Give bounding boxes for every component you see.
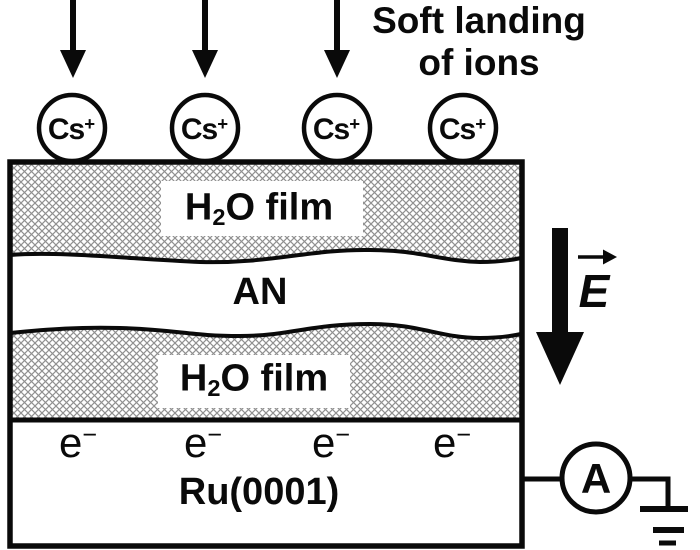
sample-box-border (7, 159, 525, 549)
vector-arrow-icon (578, 249, 617, 265)
cs-ion-element: Cs (312, 113, 350, 147)
e-field-arrow-shaft (552, 228, 568, 334)
formula-h: H (179, 357, 208, 400)
top-film-label-plate (161, 181, 363, 236)
formula-rest: O film (220, 357, 329, 400)
cs-ion-label: Cs+ (47, 112, 95, 147)
electron-charge: − (82, 421, 98, 450)
cs-ion-element: Cs (180, 113, 218, 147)
electron-label: e− (59, 422, 97, 464)
cs-ion-element: Cs (438, 113, 476, 147)
electron-label: e− (433, 422, 471, 464)
an-layer-label: AN (232, 271, 288, 313)
cs-ion-charge: + (217, 112, 228, 134)
cs-ion-label: Cs+ (312, 112, 360, 147)
diagram-title: Soft landing of ions (372, 0, 586, 84)
formula-h: H (184, 186, 213, 229)
electron-charge: − (207, 421, 223, 450)
electron-charge: − (335, 421, 351, 450)
cs-ion-label: Cs+ (438, 112, 486, 147)
beam-arrow-head-icon (324, 50, 350, 78)
e-field-label: E (578, 265, 610, 317)
diagram-title-line2: of ions (418, 42, 540, 83)
formula-subscript: 2 (212, 203, 226, 230)
electron-charge: − (456, 421, 472, 450)
cs-ion-label: Cs+ (180, 112, 228, 147)
bottom-film-upper-boundary (9, 321, 522, 341)
bottom-h2o-film-label: H2O film (180, 360, 328, 401)
electron-symbol: e (432, 419, 457, 466)
top-film-lower-boundary (9, 247, 522, 265)
e-field-arrow-head-icon (536, 332, 584, 385)
cs-ion-element: Cs (47, 113, 85, 147)
circuit (521, 441, 688, 546)
diagram-title-line1: Soft landing (372, 0, 586, 41)
electron-symbol: e (311, 419, 336, 466)
electron-symbol: e (58, 419, 83, 466)
cs-ion-charge: + (475, 112, 486, 134)
ammeter-label: A (580, 455, 612, 502)
ion-beam-arrows (60, 0, 350, 78)
formula-rest: O film (225, 186, 334, 229)
beam-arrow-head-icon (60, 50, 86, 78)
top-h2o-film-label: H2O film (185, 189, 333, 230)
electron-symbol: e (183, 419, 208, 466)
e-field-arrow (536, 228, 584, 385)
cs-ion-charge: + (349, 112, 360, 134)
electron-label: e− (312, 422, 350, 464)
electron-label: e− (184, 422, 222, 464)
substrate-label: Ru(0001) (178, 471, 340, 513)
cs-ion-circles (36, 92, 499, 164)
bottom-film-label-plate (158, 355, 350, 408)
formula-subscript: 2 (207, 374, 221, 401)
beam-arrow-head-icon (192, 50, 218, 78)
cs-ion-charge: + (84, 112, 95, 134)
ground-icon (640, 506, 688, 546)
